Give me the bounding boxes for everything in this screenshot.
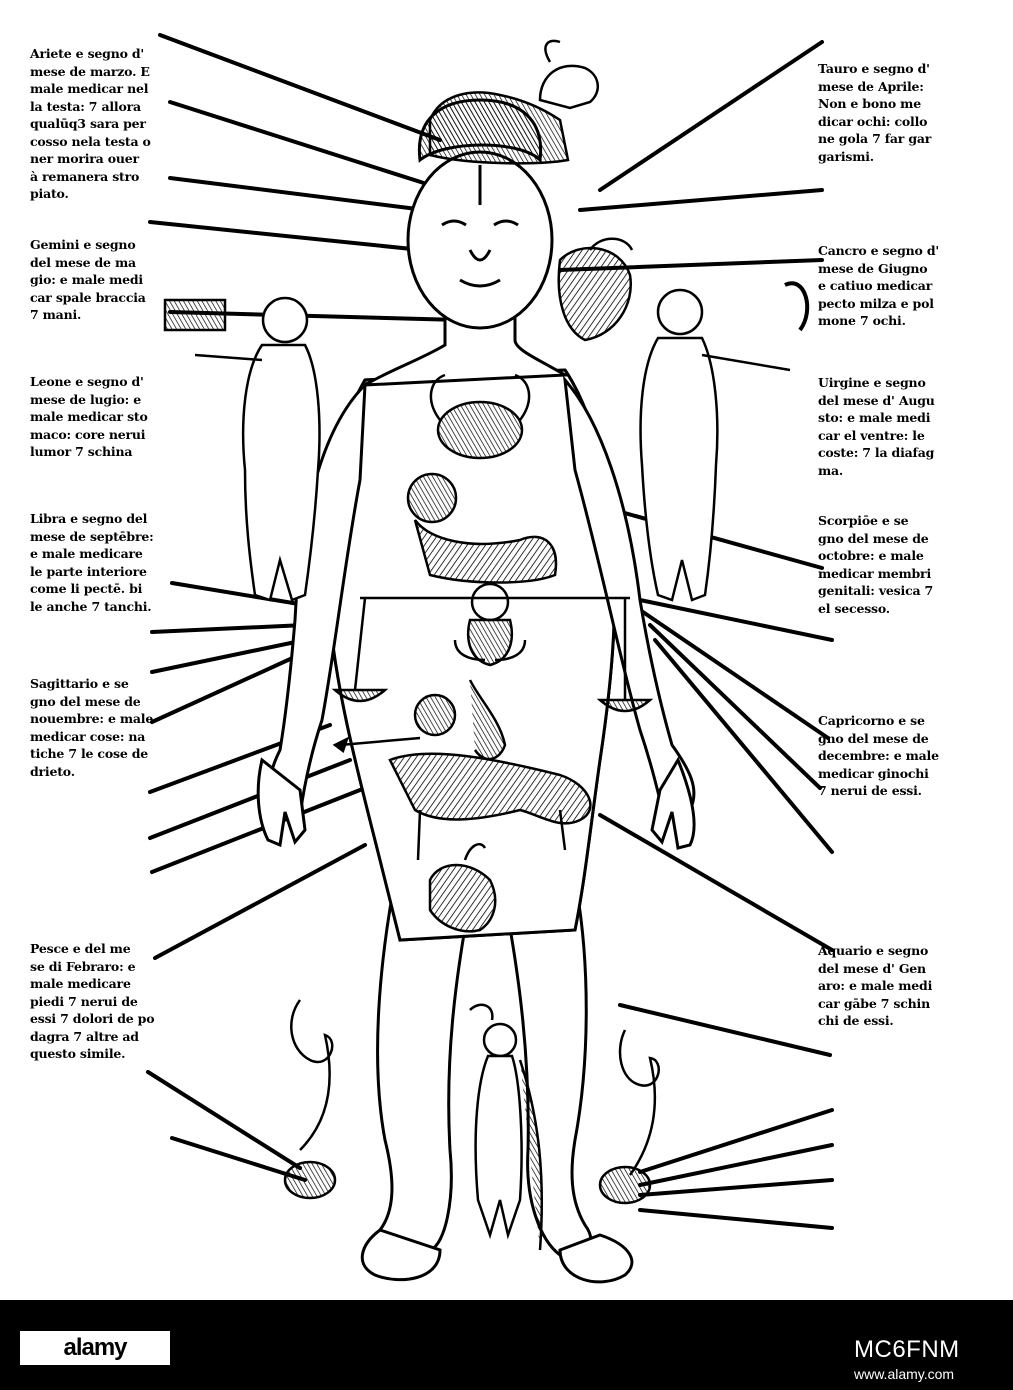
caption-pisces: Pesce e del me se di Febraro: e male med… [30, 941, 155, 1061]
stock-url: www.alamy.com [854, 1366, 955, 1382]
caption-taurus: Tauro e segno d' mese de Aprile: Non e b… [818, 61, 932, 164]
libra-scales [331, 596, 654, 713]
caption-scorpio: Scorpiōe e se gno del mese de octobre: e… [818, 513, 934, 616]
aries-ram [428, 39, 599, 165]
caption-cancer: Cancro e segno d' mese de Giugno e catiu… [818, 243, 940, 328]
taurus-bull [557, 237, 634, 342]
caption-aquarius: Aquario e segno del mese d' Gen aro: e m… [818, 943, 933, 1028]
pisces-fish [283, 1160, 652, 1205]
caption-libra: Libra e segno del mese de septēbre: e ma… [30, 511, 154, 614]
pointer-lines [146, 33, 834, 1230]
caption-capricorn: Capricorno e se gno del mese de decembre… [818, 713, 939, 798]
leo-lion [406, 472, 558, 584]
gemini-twin-left [163, 296, 321, 602]
virgo-maiden [453, 582, 527, 667]
caption-gemini: Gemini e segno del mese de ma gio: e mal… [30, 237, 146, 322]
caption-aries: Ariete e segno d' mese de marzo. E male … [30, 46, 151, 201]
caption-leo: Leone e segno d' mese de lugio: e male m… [30, 374, 148, 459]
caption-sagittarius: Sagittario e se gno del mese de nouembre… [30, 676, 154, 779]
acanthus-ornament-left [290, 999, 334, 1151]
cancer-crab [429, 373, 531, 460]
sagittarius-centaur [332, 693, 592, 861]
gemini-twin-right [639, 281, 810, 602]
stock-logo: alamy [20, 1331, 170, 1365]
acanthus-ornament-right [618, 1029, 660, 1176]
caption-virgo: Uirgine e segno del mese d' Augu sto: e … [818, 375, 935, 478]
stock-image-id: MC6FNM [854, 1336, 960, 1363]
zodiac-man-woodcut [146, 33, 834, 1284]
capricorn-goat [428, 843, 497, 933]
aquarius-water-bearer [469, 1003, 544, 1251]
